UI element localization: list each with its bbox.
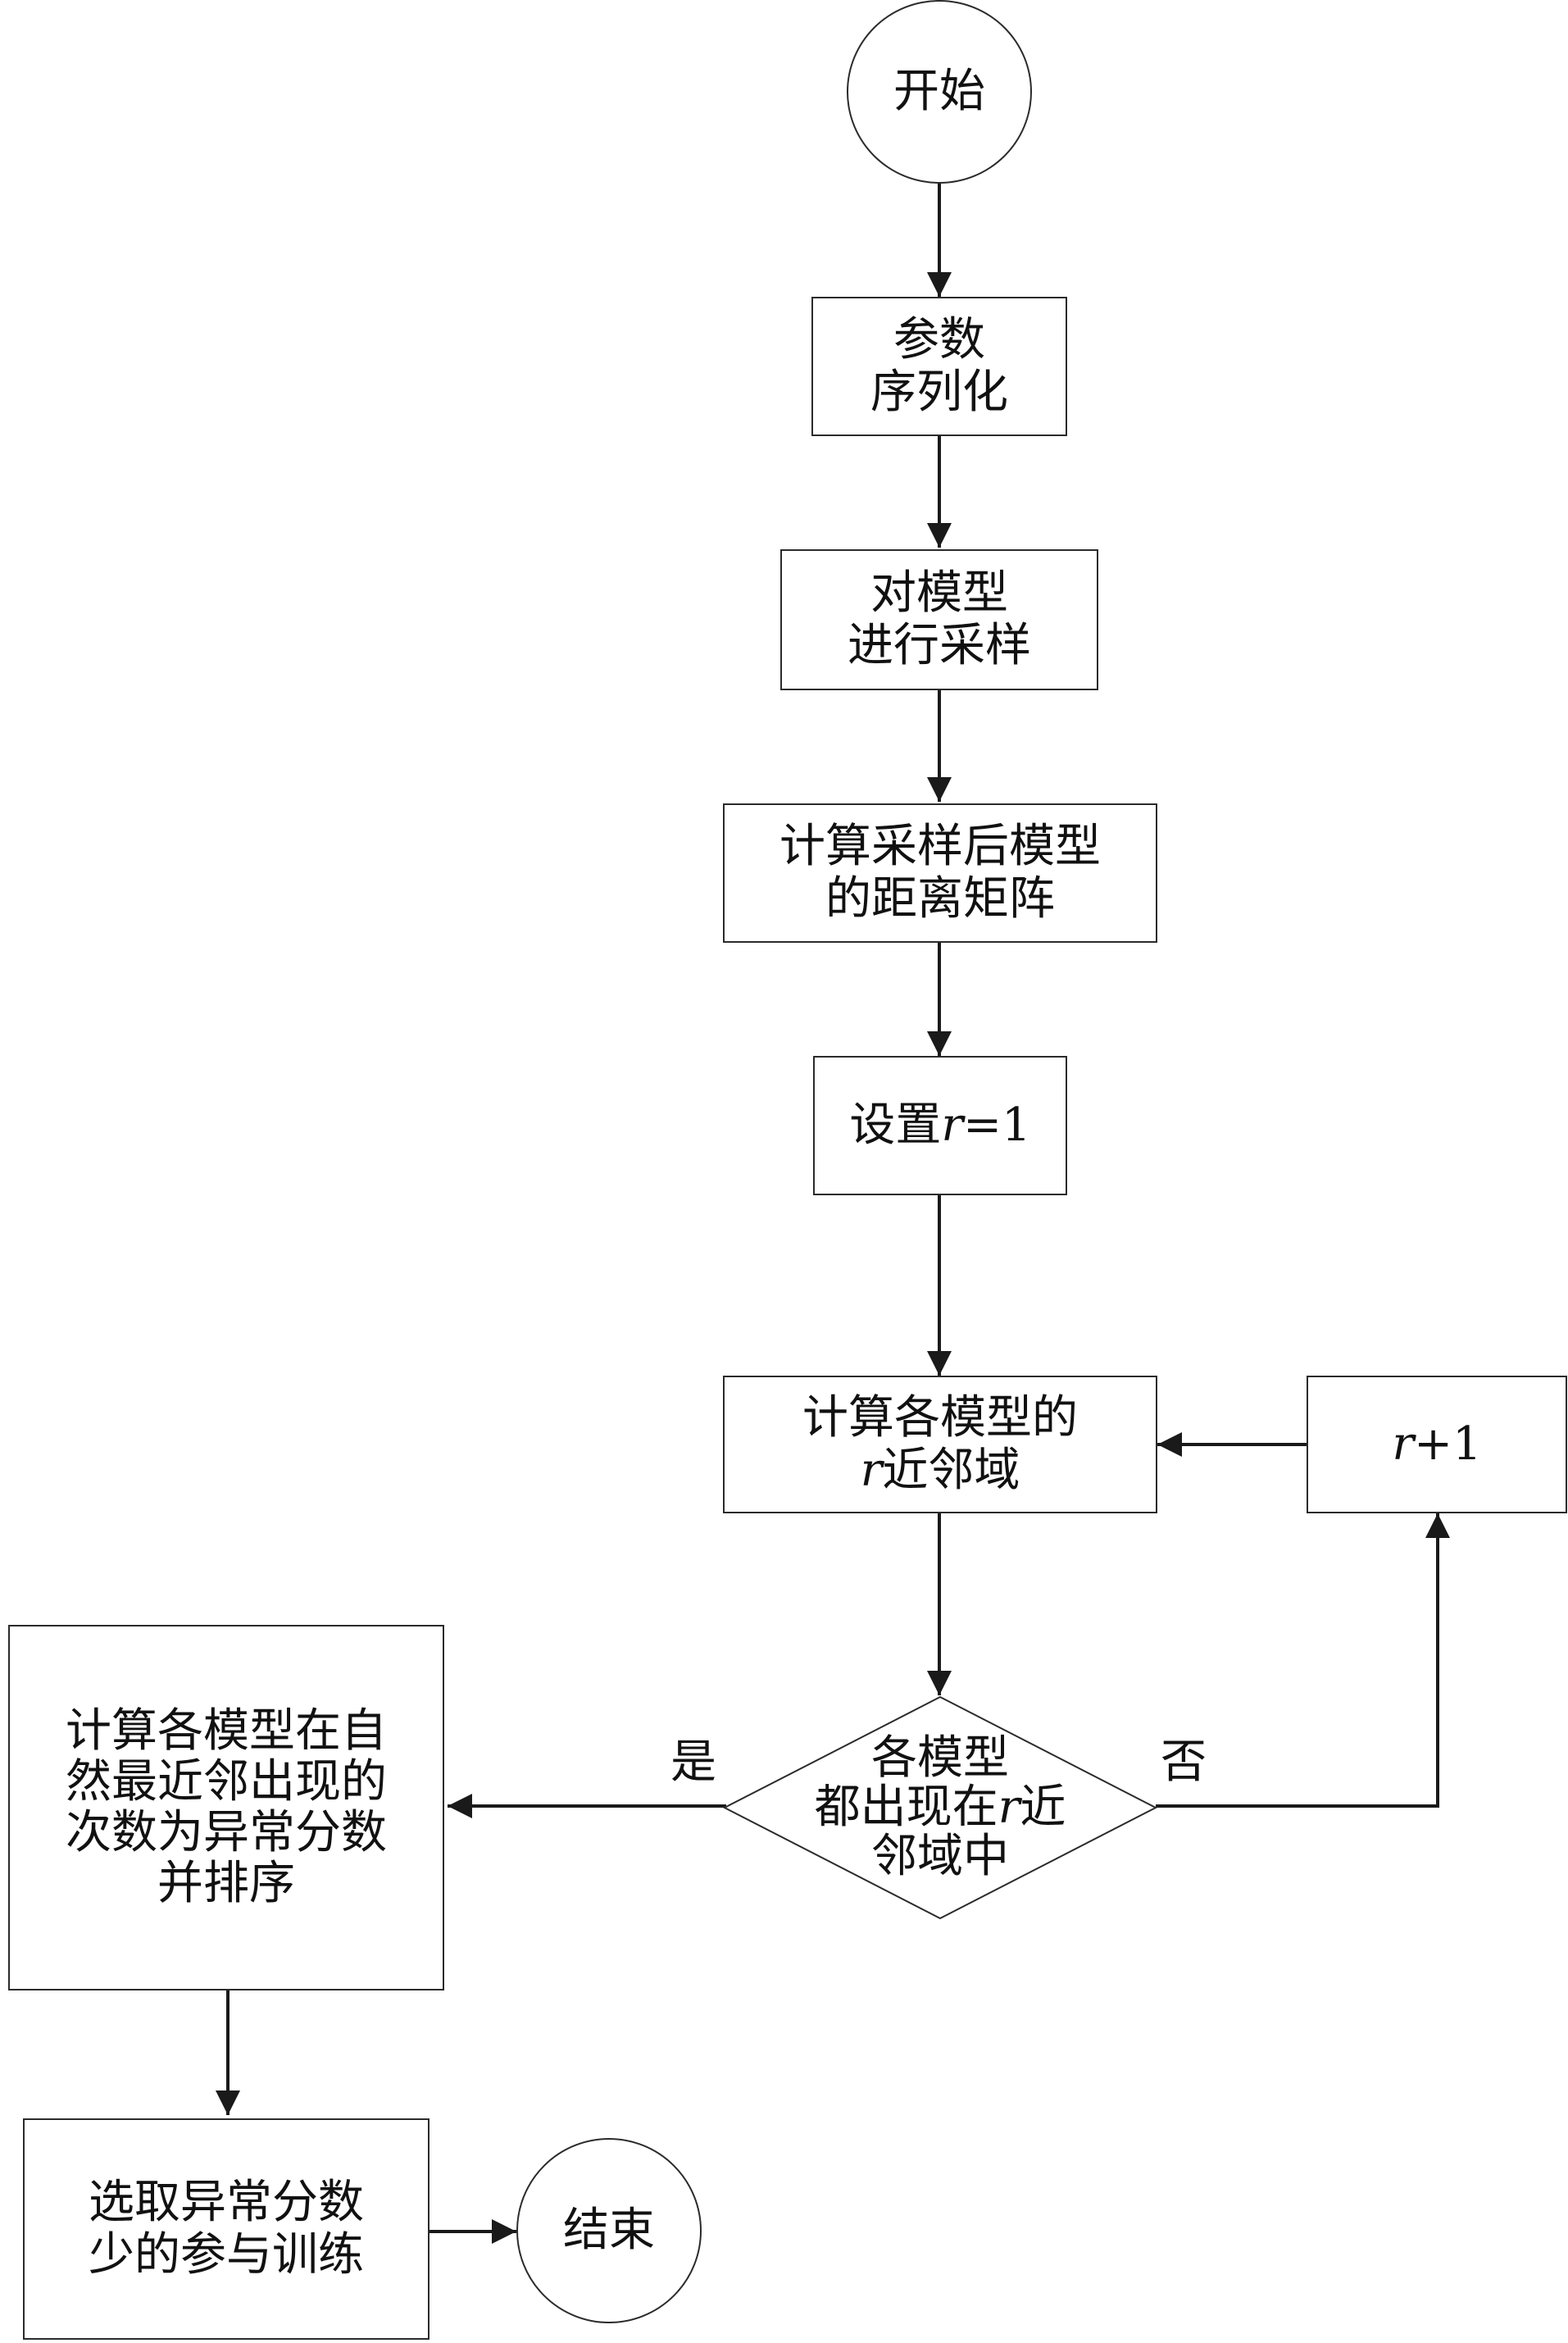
increment-label: r+1	[1308, 1418, 1566, 1471]
start-node: 开始	[847, 0, 1032, 184]
start-label: 开始	[893, 65, 985, 118]
neighborhood-line-1: 计算各模型的	[802, 1391, 1078, 1444]
select-label: 选取异常分数 少的参与训练	[25, 2177, 428, 2282]
no-label: 否	[1161, 1736, 1207, 1789]
distance-matrix-line-1: 计算采样后模型	[779, 820, 1101, 873]
set-r-variable: r	[941, 1099, 964, 1152]
anomaly-score-line-2: 然最近邻出现的	[66, 1755, 387, 1808]
sample-line-2: 进行采样	[848, 619, 1031, 672]
neighborhood-variable: r	[860, 1444, 883, 1497]
sample-box: 对模型 进行采样	[780, 549, 1098, 690]
yes-label: 是	[670, 1736, 716, 1789]
anomaly-score-line-4: 并排序	[157, 1857, 295, 1910]
increment-variable: r	[1392, 1417, 1415, 1471]
increment-box: r+1	[1307, 1376, 1567, 1513]
set-r-prefix: 设置	[849, 1099, 942, 1152]
distance-matrix-box: 计算采样后模型 的距离矩阵	[723, 803, 1157, 943]
set-r-box: 设置r=1	[813, 1056, 1067, 1195]
decision-line-2: 都出现在r近	[815, 1783, 1066, 1832]
anomaly-score-label: 计算各模型在自 然最近邻出现的 次数为异常分数 并排序	[10, 1706, 443, 1909]
serialize-line-1: 参数	[893, 313, 985, 366]
anomaly-score-line-1: 计算各模型在自	[66, 1704, 387, 1758]
select-line-2: 少的参与训练	[89, 2228, 364, 2282]
serialize-line-2: 序列化	[870, 366, 1008, 419]
distance-matrix-label: 计算采样后模型 的距离矩阵	[725, 821, 1156, 926]
decision-line-2-prefix: 都出现在	[814, 1781, 998, 1834]
set-r-label: 设置r=1	[815, 1099, 1066, 1152]
end-label: 结束	[563, 2204, 655, 2257]
decision-line-3: 邻域中	[871, 1830, 1009, 1883]
serialize-box: 参数 序列化	[811, 297, 1067, 436]
neighborhood-label: 计算各模型的 r近邻域	[725, 1392, 1156, 1497]
edge-decision-no-to-increment	[1156, 1513, 1450, 1808]
set-r-suffix: =1	[963, 1099, 1031, 1152]
decision-line-2-suffix: 近	[1020, 1781, 1066, 1834]
anomaly-score-line-3: 次数为异常分数	[66, 1806, 387, 1859]
decision-diamond	[723, 1695, 1157, 1920]
end-node: 结束	[516, 2138, 702, 2323]
neighborhood-line-2-suffix: 近邻域	[882, 1444, 1020, 1497]
sample-line-1: 对模型	[870, 566, 1008, 620]
serialize-label: 参数 序列化	[813, 314, 1066, 419]
anomaly-score-box: 计算各模型在自 然最近邻出现的 次数为异常分数 并排序	[8, 1625, 444, 1990]
neighborhood-box: 计算各模型的 r近邻域	[723, 1376, 1157, 1513]
neighborhood-line-2: r近邻域	[725, 1444, 1156, 1497]
distance-matrix-line-2: 的距离矩阵	[825, 872, 1055, 926]
decision-label: 各模型 都出现在r近 邻域中	[723, 1695, 1157, 1920]
select-line-1: 选取异常分数	[89, 2176, 364, 2229]
increment-suffix: +1	[1414, 1417, 1482, 1471]
sample-label: 对模型 进行采样	[782, 567, 1097, 672]
decision-variable: r	[998, 1781, 1020, 1834]
decision-line-1: 各模型	[871, 1731, 1009, 1785]
select-box: 选取异常分数 少的参与训练	[23, 2118, 429, 2340]
